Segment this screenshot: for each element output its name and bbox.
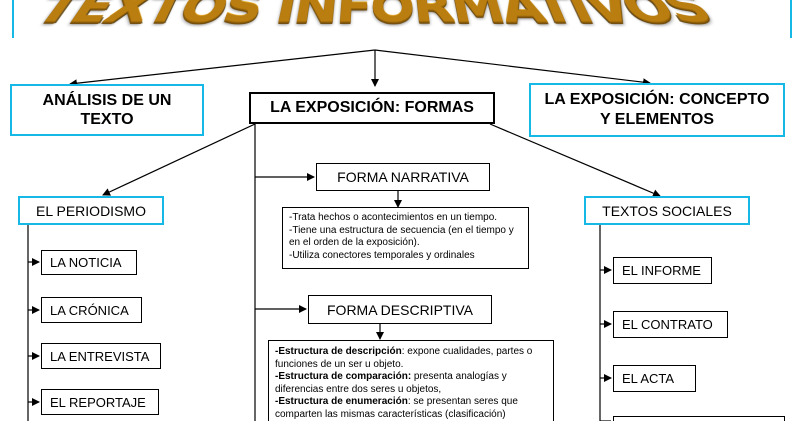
node-analisis: ANÁLISIS DE UN TEXTO — [10, 84, 204, 136]
periodismo-item-reportaje: EL REPORTAJE — [41, 389, 159, 415]
node-forma-descriptiva-label: FORMA DESCRIPTIVA — [327, 301, 473, 318]
periodismo-item-label: LA NOTICIA — [50, 255, 122, 270]
node-analisis-label: ANÁLISIS DE UN TEXTO — [42, 92, 172, 128]
sociales-item-informe: EL INFORME — [613, 257, 712, 284]
sociales-item-contrato: EL CONTRATO — [613, 311, 728, 338]
node-exposicion-concepto-label: LA EXPOSICIÓN: CONCEPTO Y ELEMENTOS — [544, 91, 770, 128]
narrativa-notes: -Trata hechos o acontecimientos en un ti… — [282, 207, 529, 269]
sociales-item-acta: EL ACTA — [613, 365, 696, 392]
sociales-item-partial — [613, 416, 785, 421]
narrativa-note: -Tiene una estructura de secuencia (en e… — [289, 224, 514, 249]
descriptiva-note-term: -Estructura de enumeración — [275, 396, 408, 407]
periodismo-item-entrevista: LA ENTREVISTA — [41, 343, 161, 369]
descriptiva-note-text: : expone cualidades, partes o funciones … — [275, 346, 533, 370]
title-banner: TEXTOS INFORMATIVOS — [24, 0, 722, 38]
cyan-edge-top-left — [12, 0, 14, 38]
node-exposicion-formas-label: LA EXPOSICIÓN: FORMAS — [270, 99, 474, 116]
node-forma-descriptiva: FORMA DESCRIPTIVA — [308, 295, 492, 324]
periodismo-item-label: EL REPORTAJE — [50, 394, 146, 410]
sociales-item-label: EL CONTRATO — [622, 317, 713, 332]
line-title-to-analisis — [69, 49, 376, 88]
periodismo-item-label: LA CRÓNICA — [50, 302, 129, 318]
line-formas-to-sociales — [489, 123, 661, 197]
node-periodismo: EL PERIODISMO — [18, 196, 164, 225]
node-exposicion-concepto: LA EXPOSICIÓN: CONCEPTO Y ELEMENTOS — [529, 83, 785, 137]
node-periodismo-label: EL PERIODISMO — [36, 202, 146, 219]
line-formas-to-periodismo — [102, 123, 256, 196]
descriptiva-note: -Estructura de descripción: expone cuali… — [275, 346, 547, 371]
line-title-to-concepto — [374, 49, 651, 87]
descriptiva-note-term: -Estructura de comparación: — [275, 371, 412, 382]
node-textos-sociales: TEXTOS SOCIALES — [584, 196, 750, 225]
descriptiva-note: -Estructura de enumeración: se presentan… — [275, 396, 547, 421]
node-forma-narrativa: FORMA NARRATIVA — [316, 163, 490, 191]
periodismo-item-cronica: LA CRÓNICA — [41, 297, 142, 323]
periodismo-item-noticia: LA NOTICIA — [41, 250, 137, 275]
narrativa-note: -Utiliza conectores temporales y ordinal… — [289, 249, 475, 261]
sociales-item-label: EL INFORME — [622, 263, 701, 278]
descriptiva-note-text: presenta analogías y diferencias entre d… — [275, 371, 507, 395]
descriptiva-notes: -Estructura de descripción: expone cuali… — [268, 340, 554, 421]
cyan-edge-top-right — [790, 0, 792, 38]
periodismo-item-label: LA ENTREVISTA — [50, 348, 150, 364]
sociales-item-label: EL ACTA — [622, 371, 675, 386]
node-textos-sociales-label: TEXTOS SOCIALES — [602, 202, 732, 219]
descriptiva-note-text: : se presentan seres que comparten las m… — [275, 396, 518, 420]
descriptiva-note: -Estructura de comparación: presenta ana… — [275, 371, 547, 396]
narrativa-note: -Trata hechos o acontecimientos en un ti… — [289, 212, 498, 223]
descriptiva-note-term: -Estructura de descripción — [275, 346, 402, 357]
node-forma-narrativa-label: FORMA NARRATIVA — [337, 169, 469, 185]
node-exposicion-formas: LA EXPOSICIÓN: FORMAS — [249, 92, 495, 124]
